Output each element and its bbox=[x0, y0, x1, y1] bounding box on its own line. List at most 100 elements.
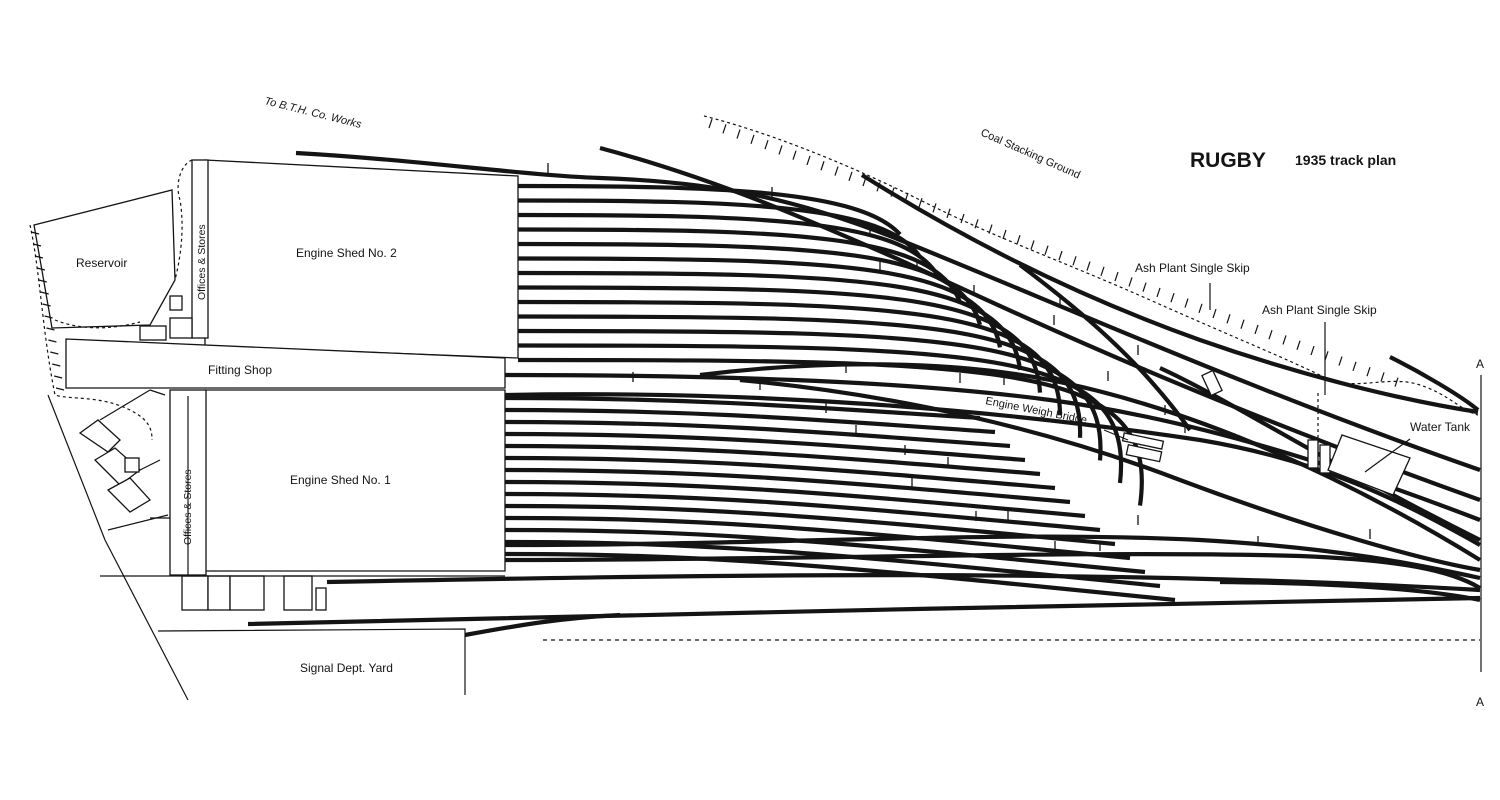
embankment-hatch bbox=[1072, 256, 1077, 266]
embankment-hatch bbox=[1352, 361, 1357, 372]
embankment-hatch bbox=[1296, 340, 1301, 350]
embankment-hatch bbox=[1338, 356, 1343, 366]
embankment-hatch bbox=[960, 213, 965, 224]
embankment-hatch bbox=[1170, 293, 1175, 303]
main-line-12 bbox=[860, 173, 1479, 415]
embankment-hatch bbox=[1282, 335, 1287, 345]
main-line-2 bbox=[599, 145, 1481, 502]
ash-plant-1-label: Ash Plant Single Skip bbox=[1135, 261, 1250, 275]
embankment-hatch bbox=[1366, 366, 1371, 377]
main-line-13 bbox=[1159, 366, 1481, 542]
embankment-hatch bbox=[1016, 234, 1021, 245]
embankment-hatch bbox=[54, 375, 63, 379]
shed1-road bbox=[504, 503, 1116, 547]
water-tank-label: Water Tank bbox=[1410, 420, 1471, 434]
shed1-road bbox=[504, 395, 981, 421]
embankment-hatch bbox=[918, 198, 923, 208]
signal-dept-yard bbox=[157, 628, 466, 695]
embankment-hatch bbox=[1044, 245, 1049, 255]
embankment-hatch bbox=[778, 145, 783, 155]
embankment-hatch bbox=[1240, 319, 1245, 329]
embankment-hatch bbox=[932, 203, 937, 213]
embankment-hatch bbox=[50, 351, 59, 355]
main-line-9 bbox=[1219, 579, 1481, 603]
embankment-hatch bbox=[1310, 345, 1315, 356]
embankment-hatch bbox=[55, 387, 65, 391]
shed1-road bbox=[504, 455, 1056, 491]
fitting-shop bbox=[65, 338, 506, 389]
track-joints bbox=[547, 163, 1371, 551]
embankment-hatch bbox=[736, 129, 741, 139]
embankment-hatch bbox=[1058, 250, 1063, 261]
main-line-11 bbox=[464, 612, 621, 638]
embankment-hatch bbox=[1226, 314, 1231, 324]
map-subtitle: 1935 track plan bbox=[1295, 152, 1396, 168]
embankment-hatch bbox=[834, 166, 839, 176]
main-line-7 bbox=[504, 551, 1482, 590]
embankment-hatch bbox=[36, 267, 46, 271]
shed1-road bbox=[504, 443, 1041, 477]
engine-weigh-bridge bbox=[1121, 432, 1165, 450]
shed1-road bbox=[504, 491, 1101, 533]
embankment-hatch bbox=[42, 303, 51, 307]
main-line-10 bbox=[247, 595, 1481, 627]
reservoir bbox=[33, 189, 176, 329]
embankment-hatch bbox=[48, 339, 57, 343]
engine-shed-1-label: Engine Shed No. 1 bbox=[290, 473, 391, 487]
embankment-hatch bbox=[1002, 229, 1007, 240]
offices-stores-lower-label: Offices & Stores bbox=[182, 469, 194, 545]
embankment-hatch bbox=[820, 161, 825, 171]
embankment-hatch bbox=[1394, 377, 1399, 387]
embankment-hatch bbox=[40, 291, 49, 295]
embankment-hatch bbox=[1254, 324, 1259, 335]
main-line-15 bbox=[1018, 263, 1192, 432]
embankment-hatch bbox=[1198, 303, 1203, 313]
embankment-hatch bbox=[30, 231, 40, 235]
embankment-hatch bbox=[1030, 240, 1035, 250]
embankment-hatch bbox=[988, 224, 993, 234]
tracks bbox=[247, 145, 1482, 638]
embankment-hatch bbox=[1268, 330, 1273, 340]
buildings bbox=[33, 159, 519, 701]
embankment-hatch bbox=[34, 255, 44, 259]
embankment-hatch bbox=[1142, 282, 1147, 292]
water-tank bbox=[1327, 434, 1411, 496]
bth-works-label: To B.T.H. Co. Works bbox=[263, 95, 363, 131]
shed1-road bbox=[504, 467, 1071, 505]
shed2-road bbox=[517, 343, 1124, 484]
shed1-road bbox=[504, 551, 1176, 603]
signal-yard-label: Signal Dept. Yard bbox=[300, 661, 393, 675]
cottages bbox=[78, 419, 121, 453]
shed1-road bbox=[504, 479, 1086, 519]
shed1-road bbox=[504, 515, 1131, 561]
embankment-hatch bbox=[1086, 261, 1091, 271]
main-line-6 bbox=[504, 534, 1481, 581]
offices-stores-upper bbox=[191, 159, 209, 339]
embankment-hatch bbox=[1184, 298, 1189, 308]
embankment-hatch bbox=[44, 315, 53, 319]
embankment-hatch bbox=[1156, 287, 1161, 298]
embankment-hatch bbox=[38, 279, 47, 283]
embankment-hatch bbox=[722, 124, 727, 134]
shed2-road bbox=[517, 212, 942, 281]
main-line-16 bbox=[739, 377, 1481, 573]
embankment-hatch bbox=[46, 327, 55, 331]
ash-plant-2-label: Ash Plant Single Skip bbox=[1262, 303, 1377, 317]
embankment-hatch bbox=[750, 134, 755, 145]
shed2-road bbox=[517, 183, 902, 236]
embankment-hatch bbox=[946, 208, 951, 218]
shed1-road bbox=[504, 407, 996, 435]
embankment-hatch bbox=[1128, 277, 1133, 287]
map-title: RUGBY bbox=[1190, 149, 1266, 172]
shed2-road bbox=[517, 227, 962, 303]
main-line-4 bbox=[504, 392, 1482, 547]
embankment-hatch bbox=[1212, 308, 1217, 319]
shed2-road bbox=[517, 328, 1103, 461]
embankment-hatch bbox=[1100, 266, 1105, 277]
main-line-5 bbox=[699, 362, 1482, 562]
embankment-hatch bbox=[1114, 271, 1119, 282]
embankment-hatch bbox=[848, 171, 853, 181]
embankment-hatch bbox=[792, 150, 797, 160]
section-a-bottom: A bbox=[1476, 695, 1484, 709]
